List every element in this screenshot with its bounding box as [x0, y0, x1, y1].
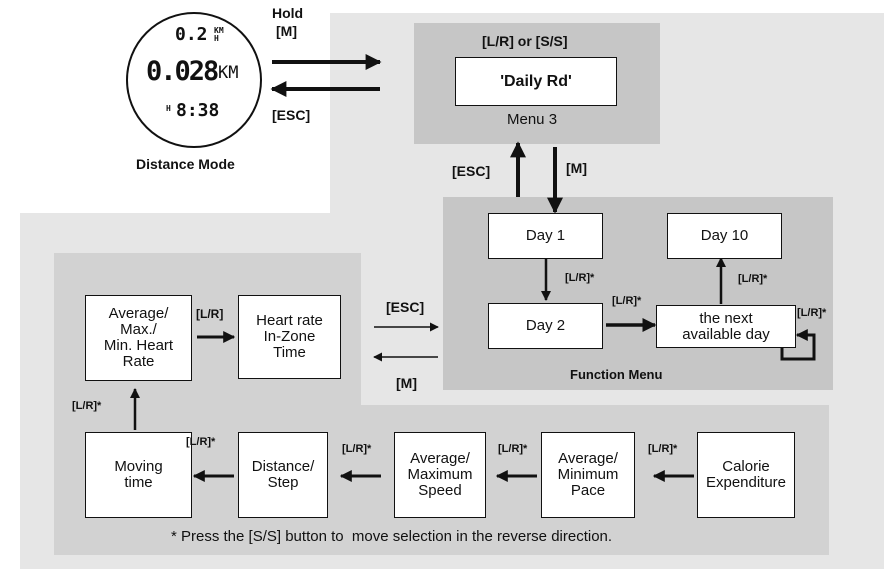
- label-esc-top: [ESC]: [272, 107, 311, 123]
- label-esc-up: [ESC]: [452, 163, 491, 179]
- hr-zone-box[interactable]: Heart rate In-Zone Time: [238, 295, 341, 379]
- day10-box[interactable]: Day 10: [667, 213, 782, 259]
- watch-unit2: KM: [218, 63, 239, 83]
- watch-caption: Distance Mode: [136, 156, 235, 172]
- footnote: * Press the [S/S] button to move selecti…: [171, 528, 613, 545]
- avg-max-min-hr-box[interactable]: Average/ Max./ Min. Heart Rate: [85, 295, 192, 381]
- watch-small: H: [166, 104, 171, 113]
- hr-zone-label: Heart rate In-Zone Time: [256, 312, 323, 361]
- label-lr-speed: [L/R]*: [342, 443, 372, 455]
- label-hold-m: [M]: [276, 23, 297, 39]
- watch-line2: 0.028: [146, 56, 219, 87]
- label-lr-ss: [L/R] or [S/S]: [482, 33, 568, 49]
- day1-label: Day 1: [525, 227, 566, 244]
- day2-box[interactable]: Day 2: [488, 303, 603, 349]
- menu3-caption: Menu 3: [507, 111, 558, 128]
- label-m-mid: [M]: [396, 375, 417, 391]
- label-hold: Hold: [272, 5, 304, 21]
- label-lr-pace: [L/R]*: [498, 443, 528, 455]
- next-day-label: the next available day: [682, 309, 770, 343]
- label-lr-hr: [L/R]: [196, 307, 224, 321]
- watch-line1: 0.2: [175, 24, 208, 45]
- label-lr-day1-day2: [L/R]*: [565, 272, 595, 284]
- day10-label: Day 10: [700, 227, 749, 244]
- label-lr-calorie: [L/R]*: [648, 443, 678, 455]
- moving-time-label: Moving time: [114, 458, 163, 491]
- label-lr-distance: [L/R]*: [186, 436, 216, 448]
- day1-box[interactable]: Day 1: [488, 213, 603, 259]
- watch-face: [126, 12, 262, 148]
- avg-max-speed-box[interactable]: Average/ Maximum Speed: [394, 432, 486, 518]
- day2-label: Day 2: [525, 317, 566, 334]
- calorie-box[interactable]: Calorie Expenditure: [697, 432, 795, 518]
- avg-min-pace-box[interactable]: Average/ Minimum Pace: [541, 432, 635, 518]
- next-day-box[interactable]: the next available day: [656, 305, 796, 348]
- avg-max-min-hr-label: Average/ Max./ Min. Heart Rate: [103, 305, 174, 370]
- label-lr-loop: [L/R]*: [797, 307, 827, 319]
- calorie-label: Calorie Expenditure: [705, 458, 787, 491]
- distance-step-box[interactable]: Distance/ Step: [238, 432, 328, 518]
- watch-line3: 8:38: [176, 100, 220, 121]
- label-lr-day2-next: [L/R]*: [612, 295, 642, 307]
- menu3-title: 'Daily Rd': [500, 72, 572, 90]
- avg-max-speed-label: Average/ Maximum Speed: [407, 450, 473, 499]
- label-esc-mid: [ESC]: [386, 299, 425, 315]
- label-lr-moving-up: [L/R]*: [72, 400, 102, 412]
- label-m-down: [M]: [566, 160, 587, 176]
- moving-time-box[interactable]: Moving time: [85, 432, 192, 518]
- label-lr-next-day10: [L/R]*: [738, 273, 768, 285]
- menu3-box[interactable]: 'Daily Rd': [455, 57, 617, 106]
- avg-min-pace-label: Average/ Minimum Pace: [557, 450, 619, 499]
- watch-unit1: KM H: [214, 26, 224, 43]
- function-menu-caption: Function Menu: [570, 367, 663, 382]
- distance-step-label: Distance/ Step: [251, 458, 315, 491]
